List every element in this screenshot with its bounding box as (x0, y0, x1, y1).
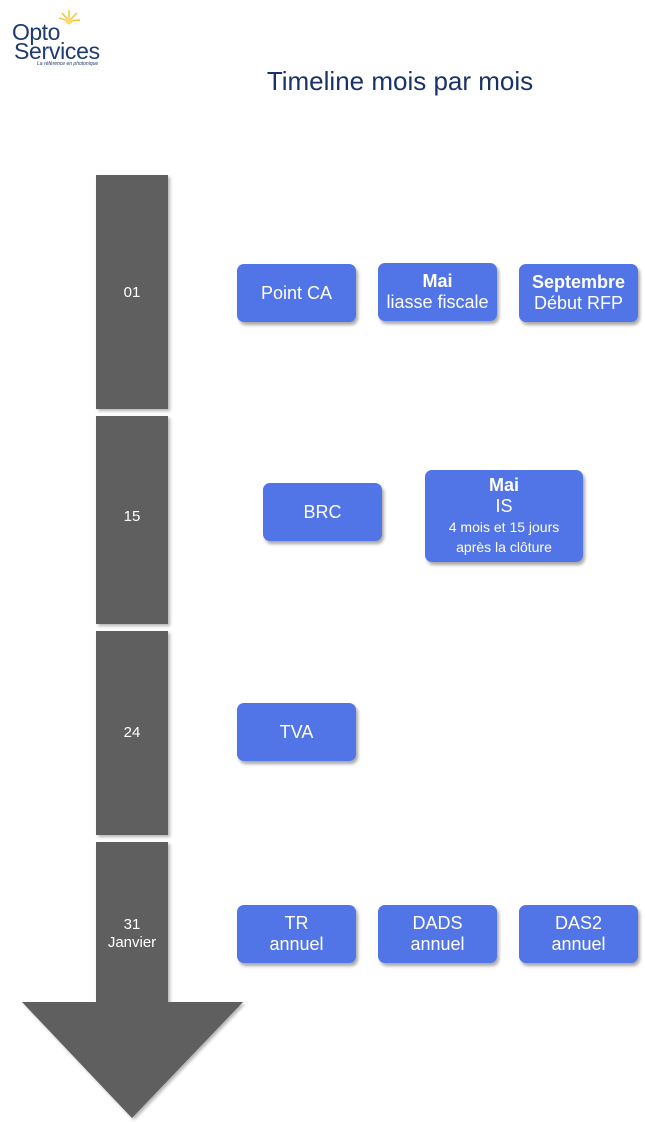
box-month: Septembre (531, 272, 626, 292)
timeline-arrowhead (22, 842, 243, 1118)
box-text: BRC (303, 501, 342, 522)
box-text: annuel (551, 934, 606, 954)
box-tr-annuel: TR annuel (237, 905, 356, 963)
box-liasse-fiscale: Mai liasse fiscale (378, 263, 497, 321)
box-tva: TVA (237, 703, 356, 761)
day-number: 01 (123, 284, 141, 301)
day-number: 24 (123, 724, 141, 741)
logo-word-opto: Opto (12, 19, 60, 45)
box-das2-annuel: DAS2 annuel (519, 905, 638, 963)
box-note: 4 mois et 15 jours (448, 519, 560, 535)
logo-word-services: Services (14, 38, 100, 64)
timeline-day-label: 24 (96, 724, 168, 742)
box-text: DADS (412, 913, 463, 933)
box-text: Début RFP (533, 293, 624, 313)
box-text: IS (495, 496, 513, 516)
page-title: Timeline mois par mois (266, 66, 534, 96)
box-debut-rfp: Septembre Début RFP (519, 264, 638, 322)
timeline-day-label: 01 (96, 284, 168, 302)
timeline-day-label: 31 Janvier (96, 916, 168, 952)
month-name: Janvier (107, 934, 157, 951)
timeline-segment-1 (96, 175, 168, 409)
box-month: Mai (422, 271, 453, 291)
logo-tagline: La référence en photonique (37, 61, 99, 67)
box-text: TVA (279, 721, 314, 742)
box-text: liasse fiscale (386, 292, 489, 312)
box-brc: BRC (263, 483, 382, 541)
logo-sun-icon (58, 10, 81, 25)
box-text: annuel (269, 934, 324, 954)
box-dads-annuel: DADS annuel (378, 905, 497, 963)
timeline-day-label: 15 (96, 508, 168, 526)
day-number: 15 (123, 508, 141, 525)
timeline-segment-3 (96, 631, 168, 835)
box-text: TR (284, 913, 309, 933)
box-is: Mai IS 4 mois et 15 jours après la clôtu… (425, 470, 583, 562)
box-month: Mai (488, 475, 519, 495)
optoservices-logo: Opto Services La référence en photonique (6, 4, 118, 70)
box-note: après la clôture (456, 539, 552, 555)
box-point-ca: Point CA (237, 264, 356, 322)
box-text: DAS2 (554, 913, 603, 933)
box-text: Point CA (260, 282, 333, 303)
box-text: annuel (410, 934, 465, 954)
timeline-segment-2 (96, 416, 168, 624)
day-number: 31 (123, 916, 141, 933)
